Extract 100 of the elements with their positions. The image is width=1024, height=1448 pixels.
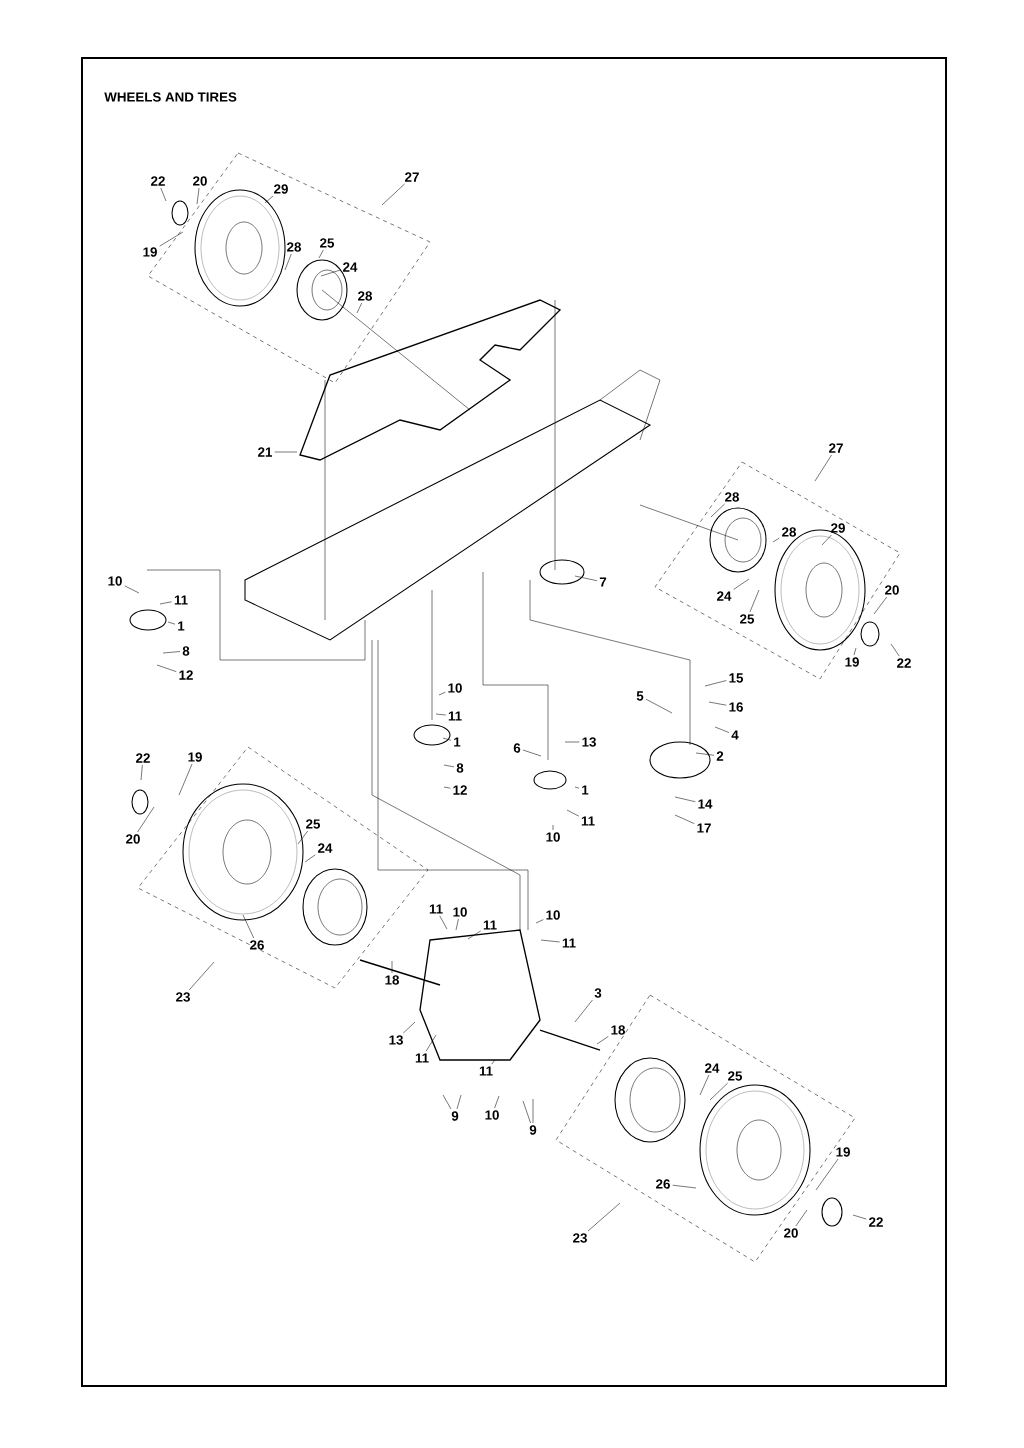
callout-number: 27 bbox=[829, 443, 843, 453]
leader-line bbox=[574, 575, 598, 581]
leader-line bbox=[439, 915, 448, 930]
leader-line bbox=[156, 664, 177, 672]
leader-line bbox=[772, 537, 780, 543]
leader-line bbox=[242, 914, 254, 939]
leader-line bbox=[442, 1094, 452, 1110]
callout-number: 2 bbox=[716, 751, 724, 761]
callout-number: 12 bbox=[179, 670, 193, 680]
callout-number: 22 bbox=[869, 1217, 883, 1227]
leader-line bbox=[674, 796, 696, 802]
leader-line bbox=[708, 701, 727, 706]
callout-number: 23 bbox=[573, 1233, 587, 1243]
callout-number: 25 bbox=[728, 1071, 743, 1081]
leader-line bbox=[140, 764, 143, 781]
leader-line bbox=[124, 585, 140, 594]
leader-line bbox=[890, 643, 900, 657]
leader-line bbox=[356, 302, 362, 314]
leader-line bbox=[381, 183, 405, 206]
callout-number: 26 bbox=[656, 1179, 670, 1189]
callout-number: 10 bbox=[448, 683, 462, 693]
leader-line bbox=[304, 854, 316, 863]
leader-line bbox=[320, 269, 341, 277]
callout-number: 11 bbox=[562, 938, 576, 948]
callout-number: 11 bbox=[448, 711, 462, 721]
callout-number: 28 bbox=[287, 242, 301, 252]
leader-line bbox=[467, 930, 481, 940]
callout-number: 20 bbox=[126, 834, 140, 844]
leader-line bbox=[699, 1074, 710, 1096]
leader-line bbox=[455, 918, 459, 931]
callout-number: 21 bbox=[258, 447, 273, 457]
callout-number: 19 bbox=[143, 247, 157, 257]
leader-line bbox=[814, 454, 832, 482]
callout-number: 13 bbox=[582, 737, 596, 747]
callout-number: 10 bbox=[546, 832, 560, 842]
callout-number: 10 bbox=[485, 1110, 499, 1120]
callout-number: 23 bbox=[176, 992, 190, 1002]
callout-number: 27 bbox=[405, 172, 419, 182]
leader-line bbox=[159, 601, 172, 605]
leader-line bbox=[491, 1059, 496, 1065]
leader-line bbox=[749, 589, 760, 613]
callout-number: 28 bbox=[725, 492, 739, 502]
callout-number: 20 bbox=[784, 1228, 798, 1238]
leader-line bbox=[714, 726, 730, 733]
leader-line bbox=[403, 1021, 416, 1034]
callout-number: 7 bbox=[599, 577, 607, 587]
leader-line bbox=[815, 1158, 839, 1191]
leader-line bbox=[532, 1098, 534, 1124]
leader-line bbox=[674, 814, 695, 824]
callout-number: 9 bbox=[529, 1125, 537, 1135]
leader-line bbox=[535, 919, 544, 924]
leader-line bbox=[162, 651, 181, 654]
callout-number: 3 bbox=[594, 988, 602, 998]
leader-line bbox=[494, 1095, 500, 1109]
callout-number: 18 bbox=[611, 1025, 625, 1035]
callout-number: 10 bbox=[453, 907, 467, 917]
leader-line bbox=[733, 578, 750, 590]
leader-line bbox=[435, 713, 446, 716]
leader-line bbox=[645, 698, 673, 714]
leader-line bbox=[391, 960, 393, 974]
callout-number: 10 bbox=[108, 576, 122, 586]
callout-number: 14 bbox=[698, 799, 713, 809]
callout-number: 11 bbox=[483, 920, 497, 930]
callout-number: 4 bbox=[731, 730, 739, 740]
leader-line bbox=[442, 737, 452, 741]
callout-number: 15 bbox=[729, 673, 744, 683]
leader-line bbox=[264, 195, 274, 204]
leader-line bbox=[188, 961, 215, 991]
callout-number: 28 bbox=[782, 527, 796, 537]
callout-number: 22 bbox=[151, 176, 165, 186]
callout-number: 11 bbox=[174, 595, 188, 605]
leader-line bbox=[438, 691, 446, 696]
leader-line bbox=[574, 999, 593, 1023]
leader-line bbox=[160, 187, 167, 202]
callout-number: 25 bbox=[740, 614, 755, 624]
callout-number: 8 bbox=[456, 763, 464, 773]
leader-line bbox=[540, 939, 560, 943]
callout-number: 28 bbox=[358, 291, 372, 301]
callout-number: 20 bbox=[885, 585, 899, 595]
leader-line bbox=[709, 1082, 728, 1101]
callout-number: 1 bbox=[582, 785, 589, 795]
leader-line bbox=[178, 763, 193, 796]
callout-number: 20 bbox=[193, 176, 207, 186]
callout-number: 9 bbox=[451, 1111, 459, 1121]
callout-number: 11 bbox=[581, 816, 595, 826]
leader-line bbox=[710, 503, 725, 518]
callout-number: 24 bbox=[343, 262, 358, 272]
leader-line bbox=[564, 741, 580, 743]
callout-number: 24 bbox=[705, 1063, 720, 1073]
leader-line bbox=[695, 752, 715, 756]
callout-number: 16 bbox=[729, 702, 743, 712]
callout-number: 6 bbox=[513, 743, 521, 753]
leader-line bbox=[297, 830, 309, 845]
callout-number: 13 bbox=[389, 1035, 403, 1045]
callout-number: 10 bbox=[546, 910, 560, 920]
leader-line bbox=[672, 1184, 697, 1189]
leader-line bbox=[587, 1202, 621, 1232]
callout-number: 8 bbox=[182, 646, 190, 656]
leader-line bbox=[821, 534, 832, 546]
callout-number: 25 bbox=[306, 819, 321, 829]
